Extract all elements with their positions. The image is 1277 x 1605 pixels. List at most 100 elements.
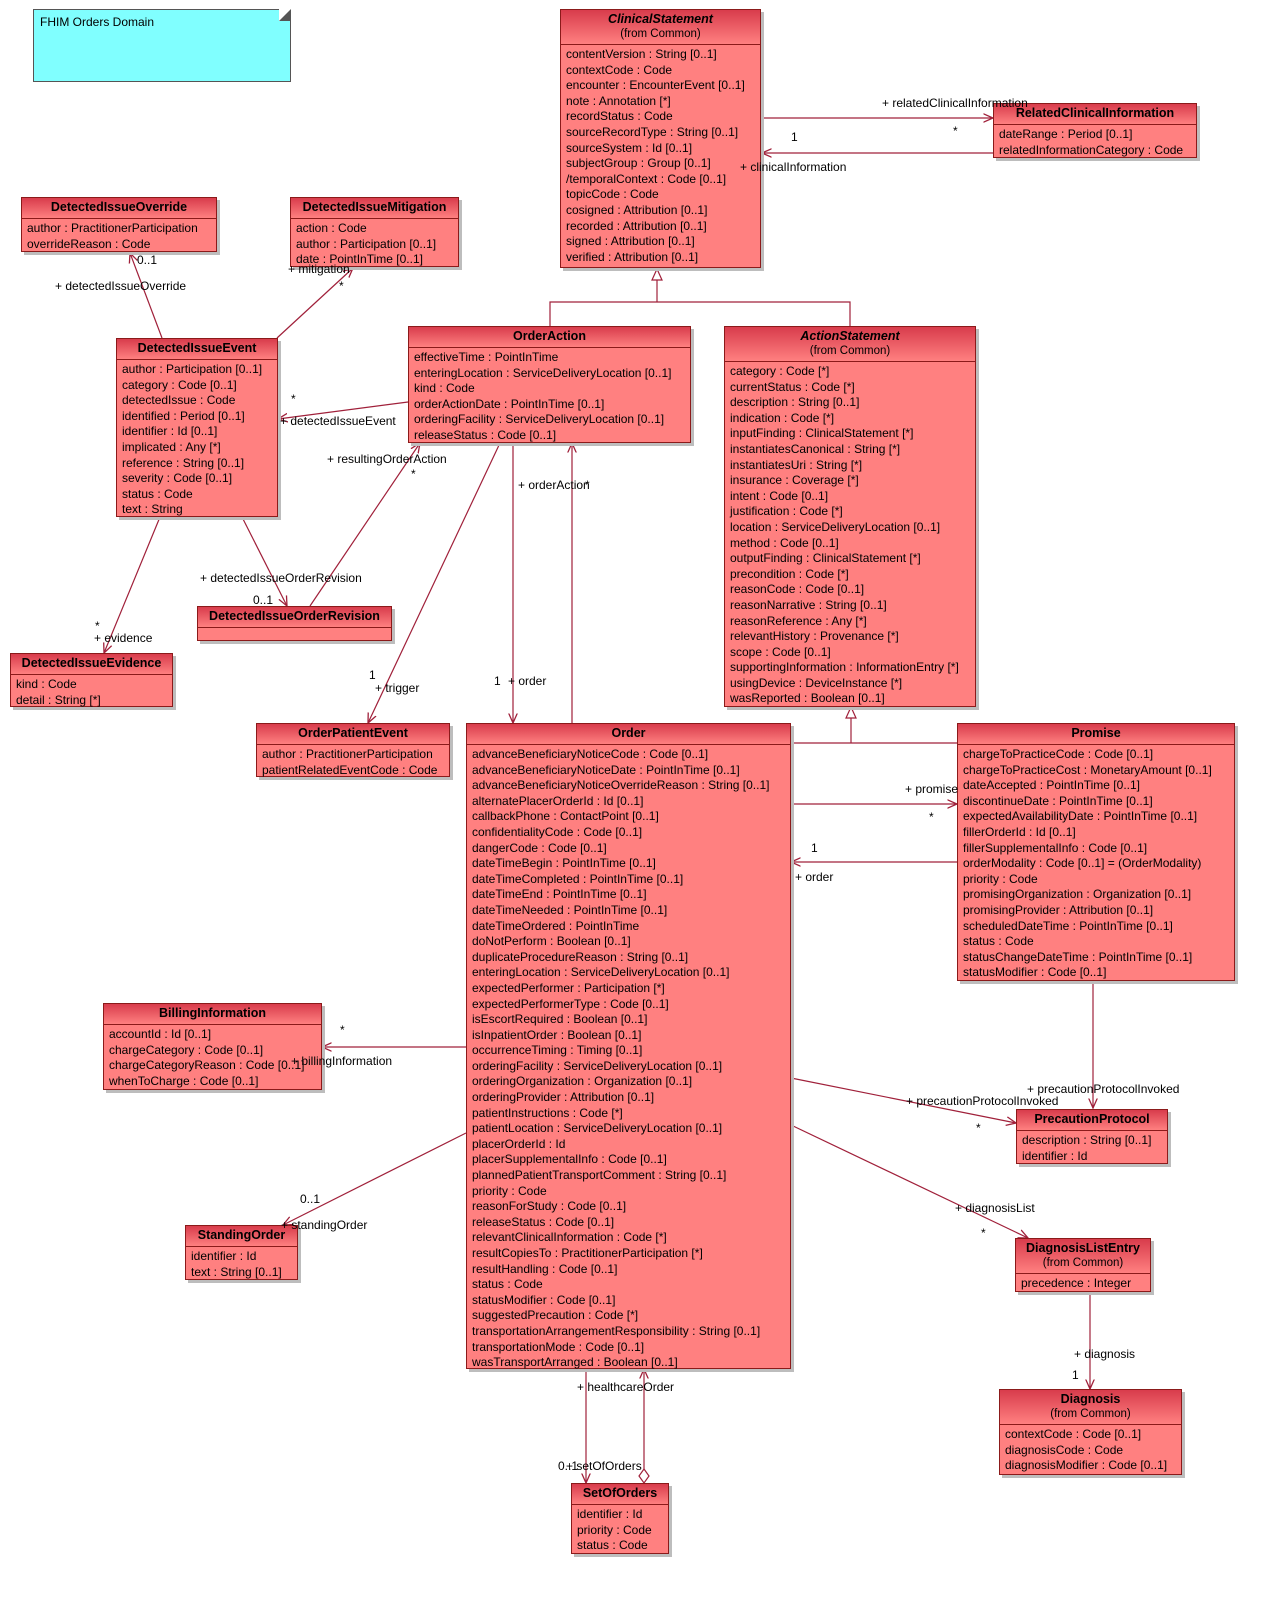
class-attribute: status : Code [472, 1277, 543, 1292]
class-attribute: whenToCharge : Code [0..1] [109, 1073, 259, 1088]
role-detected-issue-event: + detectedIssueEvent [280, 414, 396, 428]
mult-order-one: 1 [494, 674, 501, 688]
class-action-statement[interactable]: ActionStatement(from Common)category : C… [724, 326, 976, 707]
role-resulting-order-action: + resultingOrderAction [327, 452, 447, 466]
class-attribute: dangerCode : Code [0..1] [472, 840, 607, 855]
note-text: FHIM Orders Domain [40, 15, 155, 29]
class-attribute: accountId : Id [0..1] [109, 1027, 212, 1041]
role-set-of-orders: + setOfOrders [566, 1459, 642, 1473]
class-attribute: status : Code [122, 486, 193, 501]
class-attribute: resultHandling : Code [0..1] [472, 1261, 618, 1276]
edge-detected-issue-override [130, 253, 163, 339]
class-attribute: statusModifier : Code [0..1] [472, 1292, 616, 1307]
class-detected-issue-order-revision[interactable]: DetectedIssueOrderRevision [197, 606, 392, 641]
class-attribute: category : Code [0..1] [122, 377, 237, 392]
class-attribute: supportingInformation : InformationEntry… [730, 660, 959, 675]
class-attribute: location : ServiceDeliveryLocation [0..1… [730, 519, 941, 534]
class-attribute: placerSupplementalInfo : Code [0..1] [472, 1152, 667, 1167]
class-attribute: releaseStatus : Code [0..1] [414, 427, 557, 442]
class-attribute: category : Code [*] [730, 364, 830, 378]
edge-detected-issue-event [278, 401, 409, 419]
class-attribute: status : Code [577, 1538, 648, 1553]
class-clinical-statement[interactable]: ClinicalStatement(from Common)contentVer… [560, 9, 761, 268]
class-attribute: kind : Code [16, 677, 77, 691]
class-attribute: fillerOrderId : Id [0..1] [963, 824, 1076, 839]
mult-resulting-order-action-star: * [411, 467, 416, 481]
class-header: DiagnosisListEntry(from Common) [1016, 1239, 1150, 1274]
class-name: DetectedIssueEvidence [21, 656, 162, 670]
class-attribute: identifier : Id [191, 1249, 257, 1263]
mult-diagnosis-one: 1 [1072, 1368, 1079, 1382]
class-attribute: dateTimeBegin : PointInTime [0..1] [472, 856, 656, 871]
class-attribute: patientLocation : ServiceDeliveryLocatio… [472, 1121, 723, 1136]
class-attribute: indication : Code [*] [730, 410, 835, 425]
class-attribute: text : String [0..1] [191, 1264, 282, 1279]
class-attribute: plannedPatientTransportComment : String … [472, 1168, 727, 1183]
class-attributes: author : Participation [0..1]category : … [117, 360, 277, 521]
class-diagnosis[interactable]: Diagnosis(from Common)contextCode : Code… [999, 1389, 1182, 1475]
class-header: ClinicalStatement(from Common) [561, 10, 760, 45]
class-attribute: transportationArrangementResponsibility … [472, 1323, 761, 1338]
class-attribute: /temporalContext : Code [0..1] [566, 171, 727, 186]
class-attributes: description : String [0..1]identifier : … [1017, 1131, 1167, 1167]
class-attribute: callbackPhone : ContactPoint [0..1] [472, 809, 659, 824]
class-header: OrderAction [409, 327, 690, 348]
edge-trigger [368, 442, 501, 723]
class-name: StandingOrder [197, 1228, 286, 1242]
class-attribute: advanceBeneficiaryNoticeOverrideReason :… [472, 778, 770, 793]
generalization-triangle-clinical-statement [651, 267, 663, 281]
class-header: DetectedIssueMitigation [291, 198, 458, 219]
class-header: DetectedIssueEvent [117, 339, 277, 360]
class-attribute: alternatePlacerOrderId : Id [0..1] [472, 793, 644, 808]
class-attribute: author : Participation [0..1] [122, 362, 263, 376]
class-stereotype: (from Common) [620, 28, 701, 40]
class-attribute: statusModifier : Code [0..1] [963, 965, 1107, 980]
class-header: BillingInformation [104, 1004, 321, 1025]
role-promise-order: + order [795, 870, 834, 884]
role-diagnosis-list: + diagnosisList [955, 1201, 1035, 1215]
class-attribute: outputFinding : ClinicalStatement [*] [730, 551, 921, 566]
class-name: DetectedIssueOverride [50, 200, 188, 214]
class-detected-issue-event[interactable]: DetectedIssueEvent author : Participation… [116, 338, 278, 517]
class-attribute: recordStatus : Code [566, 109, 673, 124]
class-attribute: topicCode : Code [566, 187, 659, 202]
class-attribute: subjectGroup : Group [0..1] [566, 156, 711, 171]
class-name: DetectedIssueMitigation [302, 200, 447, 214]
class-attribute: occurrenceTiming : Timing [0..1] [472, 1043, 643, 1058]
class-attribute: priority : Code [472, 1183, 547, 1198]
class-attribute: doNotPerform : Boolean [0..1] [472, 934, 631, 949]
class-attribute: orderingProvider : Attribution [0..1] [472, 1090, 655, 1105]
class-name: RelatedClinicalInformation [1015, 106, 1175, 120]
edge-resulting-order-action [309, 443, 420, 607]
edge-generalization-branch [549, 301, 851, 326]
mult-diagnosis-list-star: * [981, 1226, 986, 1240]
class-attribute: currentStatus : Code [*] [730, 379, 855, 394]
class-diagnosis-list-entry[interactable]: DiagnosisListEntry(from Common)precedenc… [1015, 1238, 1151, 1292]
class-attribute: discontinueDate : PointInTime [0..1] [963, 793, 1153, 808]
class-header: Order [467, 724, 790, 745]
class-attribute: dateTimeCompleted : PointInTime [0..1] [472, 871, 684, 886]
mult-detected-issue-event-star: * [291, 392, 296, 406]
class-attribute: identified : Period [0..1] [122, 408, 245, 423]
class-header: RelatedClinicalInformation [994, 104, 1196, 125]
edge-detected-issue-mitigation [276, 268, 353, 339]
mult-precaution-star: * [976, 1121, 981, 1135]
class-attribute: author : PractitionerParticipation [262, 747, 433, 761]
role-related-clinical-information: + relatedClinicalInformation [882, 96, 1028, 110]
class-attribute: orderActionDate : PointInTime [0..1] [414, 396, 605, 411]
